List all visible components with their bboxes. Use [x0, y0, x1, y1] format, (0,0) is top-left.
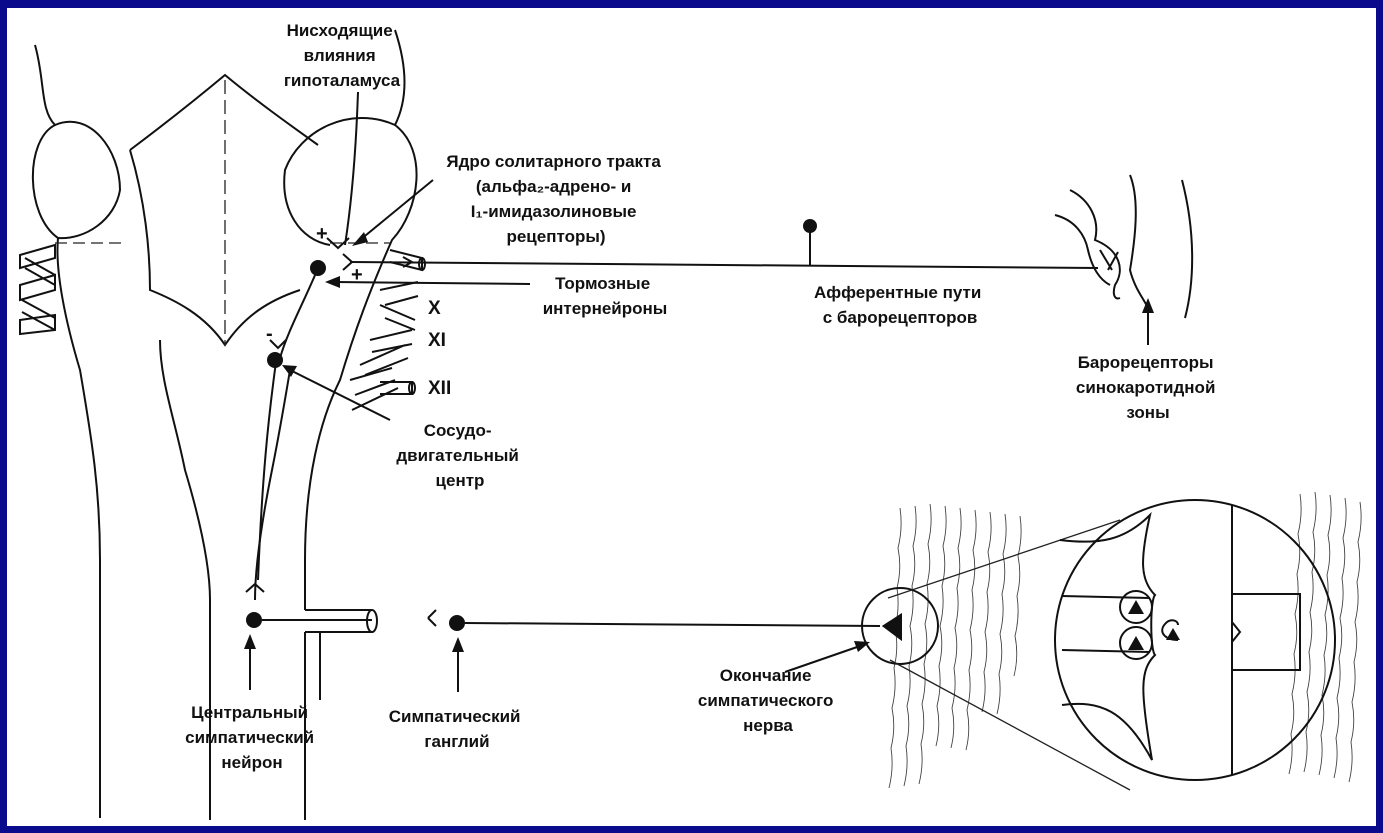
label-baroreceptors: Барорецепторы синокаротидной зоны — [1076, 353, 1220, 422]
carotid-sinus — [1055, 175, 1192, 318]
large-magnify-circle — [1055, 500, 1335, 780]
inhibitory-sign: - — [266, 323, 273, 345]
label-nerve-ending: Окончание симпатического нерва — [698, 666, 838, 735]
brainstem-outline — [33, 30, 417, 820]
excitatory-sign-2: + — [351, 264, 363, 286]
label-vasomotor-center: Сосудо- двигательный центр — [396, 421, 523, 490]
diagram-frame: Нисходящие влияния гипоталамуса Ядро сол… — [7, 8, 1376, 826]
inhibitory-interneuron-soma — [310, 260, 326, 276]
label-nerve-x: X — [428, 298, 441, 319]
central-pathways — [246, 238, 352, 628]
label-central-neuron: Центральный симпатический нейрон — [185, 703, 319, 772]
label-afferent-paths: Афферентные пути с барорецепторов — [814, 283, 986, 327]
ventral-root — [262, 610, 902, 700]
central-sympathetic-neuron-soma — [246, 612, 262, 628]
vasomotor-neuron-soma — [267, 352, 283, 368]
excitatory-sign-1: + — [316, 223, 328, 245]
afferent-pathway — [350, 219, 1098, 268]
label-nerve-xii: XII — [428, 378, 451, 399]
sympathetic-ganglion-soma — [449, 615, 465, 631]
afferent-ganglion-soma — [803, 219, 817, 233]
label-sympathetic-ganglion: Симпатический ганглий — [389, 707, 526, 751]
baroreflex-diagram: Нисходящие влияния гипоталамуса Ядро сол… — [7, 8, 1376, 826]
hypothalamic-pathway — [345, 92, 358, 245]
label-solitary-nucleus: Ядро солитарного тракта (альфа₂-адрено- … — [446, 152, 665, 246]
label-hypothalamus: Нисходящие влияния гипоталамуса — [284, 21, 401, 90]
pointer-arrows — [244, 180, 1154, 692]
left-nerve-roots — [20, 245, 55, 334]
label-inhibitory-interneurons: Тормозные интернейроны — [543, 274, 668, 318]
label-nerve-xi: XI — [428, 330, 446, 351]
